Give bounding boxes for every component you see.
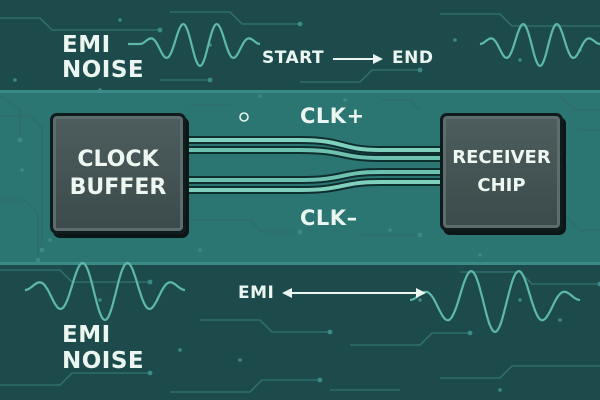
via-marker-icon [239, 112, 249, 122]
via-dot-icon [98, 88, 102, 92]
via-dots [13, 18, 600, 392]
pcb-trace [460, 271, 600, 285]
emi-noise-bottom-line1: EMI [62, 322, 111, 348]
emi-wave-icon [24, 261, 186, 322]
emi-waves [24, 22, 600, 334]
emi-wave-icon [139, 22, 261, 68]
clk-plus-label: CLK+ [300, 104, 365, 128]
pcb-trace [440, 13, 600, 27]
via-dot-icon [258, 94, 262, 98]
receiver-chip-line1: RECEIVER [452, 147, 551, 168]
pcb-trace [380, 99, 421, 111]
via-dot-icon [388, 228, 392, 232]
via-dot-icon [597, 281, 600, 287]
clock-buffer-label: CLOCK BUFFER [70, 146, 167, 202]
via-dot-icon [207, 77, 213, 83]
via-dot-icon [178, 348, 182, 352]
pcb-trace [0, 95, 21, 140]
via-dot-icon [317, 377, 323, 383]
pcb-traces [0, 11, 600, 393]
via-dot-icon [118, 18, 122, 22]
receiver-chip: RECEIVER CHIP [440, 113, 563, 231]
clock-buffer-line2: BUFFER [69, 174, 167, 200]
end-label: END [392, 48, 434, 68]
emi-arrow-label: EMI [238, 283, 275, 303]
emi-noise-bottom-line2: NOISE [62, 348, 145, 374]
via-dot-icon [238, 358, 242, 362]
via-dot-icon [563, 158, 567, 162]
pcb-trace [440, 365, 600, 379]
via-dot-icon [343, 98, 347, 102]
differential-pair [176, 136, 446, 194]
via-dot-icon [198, 248, 202, 252]
via-dot-icon [297, 21, 303, 27]
via-dot-icon [417, 67, 423, 73]
clk-minus-label: CLK– [300, 206, 358, 230]
pcb-trace [0, 115, 43, 250]
pcb-trace [559, 95, 600, 111]
via-dot-icon [48, 238, 52, 242]
via-dot-icon [518, 298, 522, 302]
pcb-trace [170, 379, 320, 393]
clock-buffer-chip: CLOCK BUFFER [50, 113, 186, 234]
via-dot-icon [418, 298, 422, 302]
via-dot-icon [157, 27, 163, 33]
pcb-trace [300, 69, 420, 83]
via-dot-icon [147, 279, 153, 285]
pcb-trace [350, 332, 470, 346]
via-dot-icon [13, 78, 17, 82]
via-dot-icon [478, 253, 482, 257]
receiver-chip-label: RECEIVER CHIP [452, 144, 550, 200]
via-dot-icon [39, 247, 45, 253]
via-dot-icon [498, 388, 502, 392]
pcb-trace [0, 372, 150, 386]
emi-wave-icon [479, 22, 600, 68]
clock-buffer-line1: CLOCK [77, 146, 159, 172]
via-dot-icon [98, 298, 102, 302]
pcb-trace [0, 269, 150, 283]
emi-noise-top-line1: EMI [62, 32, 111, 58]
via-dot-icon [20, 168, 24, 172]
via-dot-icon [558, 318, 562, 322]
via-dot-icon [327, 329, 333, 335]
pcb-trace [0, 199, 39, 260]
pcb-trace [200, 319, 330, 333]
via-dot-icon [518, 58, 522, 62]
emi-wave-icon [409, 269, 581, 334]
via-dot-icon [297, 229, 303, 235]
pcb-trace [190, 219, 300, 233]
via-dot-icon [467, 330, 473, 336]
receiver-chip-line2: CHIP [477, 175, 526, 196]
via-dot-icon [453, 38, 457, 42]
pcb-trace [170, 11, 300, 25]
via-dot-icon [147, 370, 153, 376]
start-label: START [262, 48, 325, 68]
via-dot-icon [417, 232, 423, 238]
via-dot-icon [17, 137, 23, 143]
emi-noise-top-line2: NOISE [62, 57, 145, 83]
via-dot-icon [35, 257, 41, 263]
pcb-trace [0, 17, 160, 31]
pcb-trace [559, 209, 600, 231]
